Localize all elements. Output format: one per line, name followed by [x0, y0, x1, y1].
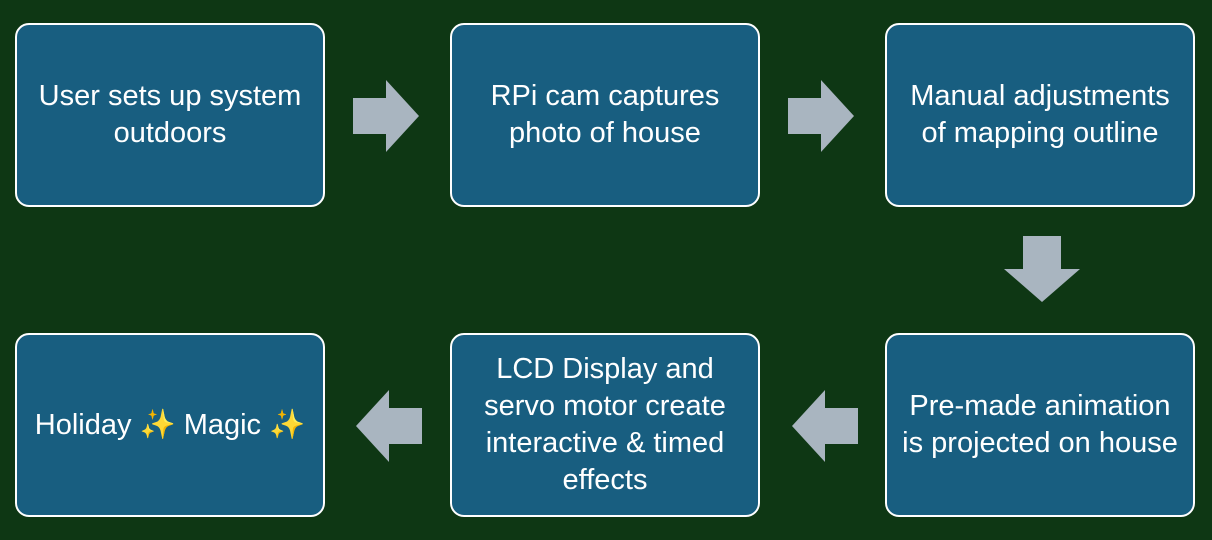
arrow-right-icon: [788, 80, 854, 152]
step-box-projection: Pre-made animation is projected on house: [885, 333, 1195, 517]
step-box-capture: RPi cam captures photo of house: [450, 23, 760, 207]
arrow-right-icon: [353, 80, 419, 152]
arrow-left-icon: [356, 390, 422, 462]
step-box-adjust: Manual adjustments of mapping outline: [885, 23, 1195, 207]
step-label-effects: LCD Display and servo motor create inter…: [484, 353, 726, 496]
step-label-setup: User sets up system outdoors: [38, 80, 302, 149]
step-label-projection: Pre-made animation is projected on house: [902, 390, 1178, 459]
step-box-holiday-magic: Holiday ✨ Magic ✨: [15, 333, 325, 517]
step-label-holiday-magic: Holiday ✨ Magic ✨: [34, 408, 306, 441]
arrow-down-icon: [1004, 236, 1080, 302]
step-label-adjust: Manual adjustments of mapping outline: [910, 80, 1170, 149]
arrow-left-icon: [792, 390, 858, 462]
step-label-capture: RPi cam captures photo of house: [490, 80, 720, 149]
step-box-effects: LCD Display and servo motor create inter…: [450, 333, 760, 517]
step-box-setup: User sets up system outdoors: [15, 23, 325, 207]
